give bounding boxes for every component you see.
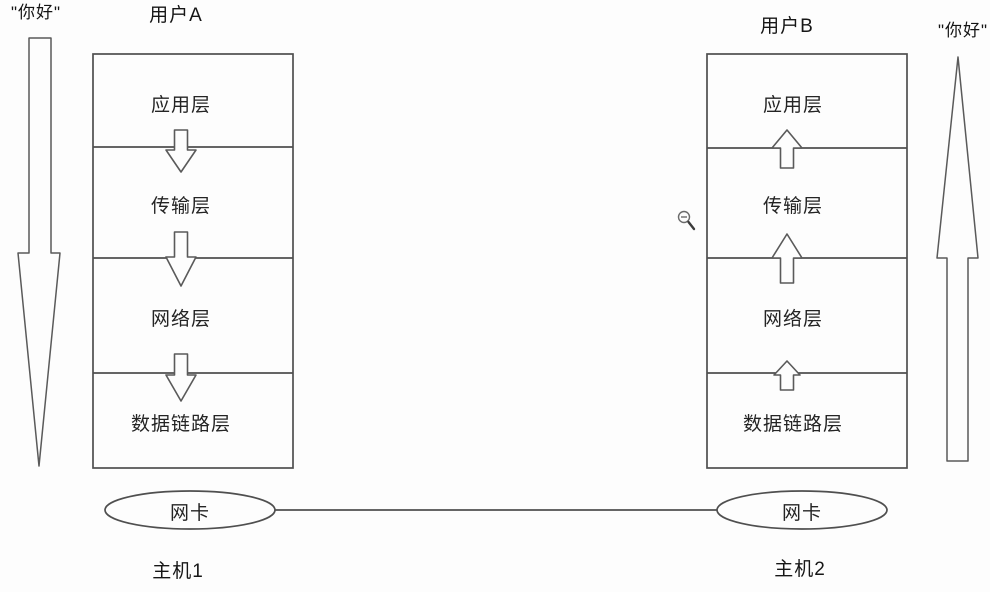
host2-layer-datalink: 数据链路层: [742, 414, 843, 435]
host1-layer-datalink: 数据链路层: [130, 414, 231, 435]
host2-nic-label: 网卡: [781, 503, 822, 524]
host2-nic-ellipse: [716, 490, 888, 530]
user-a-label: 用户A: [149, 5, 203, 26]
host1-label: 主机1: [152, 561, 204, 582]
right-layer-arrow-up-2: [771, 233, 803, 284]
right-layer-arrow-up-1: [771, 129, 803, 169]
right-layer-arrow-up-3: [773, 360, 801, 391]
left-layer-arrow-down-1: [165, 129, 197, 173]
host1-layer-transport: 传输层: [150, 196, 211, 217]
host2-stack-box: [706, 53, 908, 469]
left-layer-arrow-down-3: [165, 353, 197, 402]
left-big-down-arrow: [17, 37, 61, 467]
host2-layer-application: 应用层: [762, 95, 823, 116]
left-layer-arrow-down-2: [165, 231, 197, 287]
right-big-up-arrow: [936, 56, 979, 462]
user-b-label: 用户B: [760, 16, 814, 37]
right-message-text: "你好": [937, 21, 989, 40]
left-message-text: "你好": [10, 3, 62, 22]
host2-layer-network: 网络层: [762, 309, 823, 330]
host1-layer-network: 网络层: [150, 309, 211, 330]
zoom-out-cursor-icon: [677, 210, 696, 231]
host1-layer-application: 应用层: [150, 95, 211, 116]
host2-label: 主机2: [774, 559, 826, 580]
host1-nic-label: 网卡: [169, 503, 210, 524]
host2-layer-transport: 传输层: [762, 196, 823, 217]
host1-stack-box: [92, 53, 294, 469]
host1-nic-ellipse: [104, 490, 276, 530]
